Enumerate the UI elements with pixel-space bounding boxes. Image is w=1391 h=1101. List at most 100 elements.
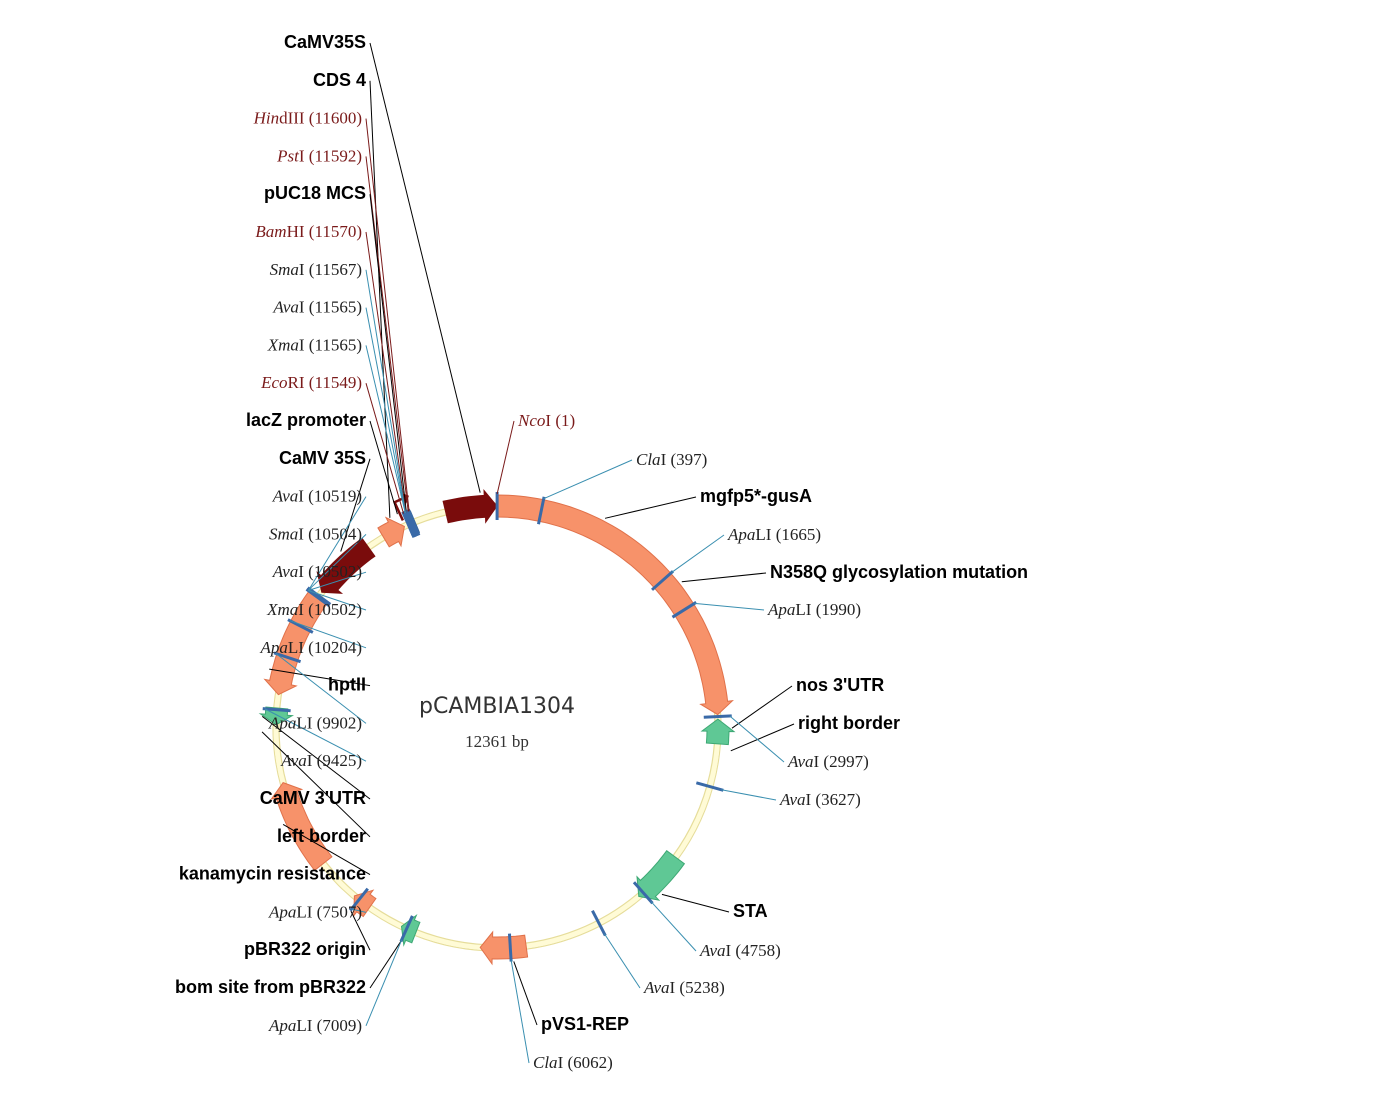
site-enzyme-prefix: Ava	[272, 298, 299, 317]
cut-tick-apali-1990	[671, 601, 697, 619]
leader-apali-1665	[671, 534, 725, 573]
leader-bom-site-from-pbr322	[369, 941, 402, 989]
site-enzyme-prefix: Sma	[269, 524, 298, 543]
leader-smai-11567	[365, 269, 406, 513]
cut-tick-avai-4758	[632, 881, 654, 905]
site-position: (1)	[551, 411, 575, 430]
leader-bamhi-11570	[365, 231, 407, 513]
site-label-smai-10504: SmaI (10504)	[269, 524, 362, 543]
leader-hptii	[269, 668, 371, 687]
site-position: (11600)	[305, 109, 362, 128]
cut-tick-hindiii-11600	[406, 508, 421, 536]
site-position: (11567)	[305, 260, 362, 279]
site-label-apali-1665: ApaLI (1665)	[727, 525, 821, 544]
leader-kanamycin-resistance	[282, 823, 371, 876]
site-position: (7009)	[312, 1016, 362, 1035]
site-enzyme-prefix: Nco	[517, 411, 545, 430]
feature-label-right-border: right border	[798, 713, 900, 733]
leader-n358q-glycosylation-mutation	[681, 572, 767, 583]
feature-label-lacz-promoter: lacZ promoter	[246, 410, 366, 430]
site-enzyme-suffix: LI	[296, 1016, 312, 1035]
site-enzyme-suffix: I	[298, 600, 304, 619]
feature-label-camv-3-utr: CaMV 3'UTR	[260, 788, 366, 808]
leader-clai-397	[543, 459, 633, 500]
leader-ecori-11549	[365, 383, 405, 514]
leader-camv-3-utr	[261, 715, 371, 800]
site-position: (10502)	[304, 600, 362, 619]
site-enzyme-suffix: LI	[755, 525, 771, 544]
site-position: (11570)	[305, 222, 362, 241]
site-position: (11565)	[305, 298, 362, 317]
site-enzyme-suffix: I	[806, 790, 812, 809]
feature-label-hptii: hptII	[328, 675, 366, 695]
feature-cds-4	[377, 516, 405, 548]
leader-apali-7507	[351, 908, 367, 913]
leader-avai-11565	[365, 307, 406, 513]
leader-camv35s	[369, 42, 481, 493]
site-label-bamhi-11570: BamHI (11570)	[255, 222, 362, 241]
site-label-clai-397: ClaI (397)	[636, 450, 707, 469]
leader-avai-5238	[603, 933, 641, 989]
site-position: (2997)	[819, 752, 869, 771]
site-position: (10502)	[304, 562, 362, 581]
feature-label-n358q-glycosylation-mutation: N358Q glycosylation mutation	[770, 562, 1028, 582]
cut-tick-clai-6062	[507, 933, 513, 962]
site-position: (11592)	[305, 146, 362, 165]
leader-right-border	[730, 723, 795, 752]
site-enzyme-suffix: I	[298, 487, 304, 506]
feature-label-left-border: left border	[277, 826, 366, 846]
feature-camv35s	[442, 488, 498, 524]
site-position: (1990)	[811, 600, 861, 619]
site-enzyme-suffix: I	[307, 751, 313, 770]
leader-apali-10204	[289, 620, 367, 649]
leader-camv-35s	[340, 458, 371, 552]
feature-label-pbr322-origin: pBR322 origin	[244, 939, 366, 959]
site-enzyme-prefix: Cla	[533, 1053, 558, 1072]
site-enzyme-suffix: I	[558, 1053, 564, 1072]
site-label-apali-10204: ApaLI (10204)	[259, 638, 362, 657]
site-position: (5238)	[675, 978, 725, 997]
feature-label-camv-35s: CaMV 35S	[279, 448, 366, 468]
site-label-xmai-10502: XmaI (10502)	[266, 600, 362, 619]
feature-nos-3-utr	[700, 718, 736, 746]
site-enzyme-prefix: Xma	[267, 335, 299, 354]
leader-avai-4758	[650, 901, 697, 952]
site-enzyme-suffix: LI	[288, 638, 304, 657]
site-enzyme-suffix: I	[545, 411, 551, 430]
leader-cds-4	[369, 80, 391, 518]
plasmid-size: 12361 bp	[465, 732, 529, 751]
site-position: (10204)	[304, 638, 362, 657]
cut-tick-avai-5238	[591, 910, 607, 937]
leader-avai-10502	[308, 571, 367, 591]
site-enzyme-suffix: LI	[795, 600, 811, 619]
site-label-apali-7009: ApaLI (7009)	[268, 1016, 362, 1035]
leader-clai-6062	[510, 959, 530, 1064]
leader-ncoi-1	[496, 420, 515, 495]
leader-avai-9425	[264, 708, 367, 762]
site-enzyme-suffix: I	[814, 752, 820, 771]
cut-tick-apali-1665	[651, 570, 674, 591]
site-label-avai-5238: AvaI (5238)	[643, 978, 725, 997]
site-label-psti-11592: PstI (11592)	[276, 146, 362, 165]
leader-psti-11592	[365, 156, 409, 512]
site-enzyme-prefix: Apa	[268, 1016, 296, 1035]
site-enzyme-prefix: Apa	[727, 525, 755, 544]
site-enzyme-suffix: I	[299, 298, 305, 317]
cut-tick-avai-10519	[306, 586, 332, 606]
site-enzyme-prefix: Ava	[787, 752, 814, 771]
cut-tick-avai-2997	[703, 714, 732, 719]
cut-tick-avai-3627	[695, 781, 724, 792]
site-enzyme-suffix: I	[661, 450, 667, 469]
site-enzyme-suffix: I	[298, 524, 304, 543]
site-label-apali-7507: ApaLI (7507)	[268, 902, 362, 921]
site-enzyme-suffix: I	[299, 146, 305, 165]
site-position: (397)	[666, 450, 707, 469]
feature-label-nos-3-utr: nos 3'UTR	[796, 675, 884, 695]
site-enzyme-suffix: LI	[296, 902, 312, 921]
site-label-ncoi-1: NcoI (1)	[517, 411, 575, 430]
site-enzyme-prefix: Eco	[260, 373, 287, 392]
site-enzyme-prefix: Apa	[268, 902, 296, 921]
feature-pvs1-rep	[479, 930, 529, 966]
leader-smai-10504	[307, 534, 367, 591]
